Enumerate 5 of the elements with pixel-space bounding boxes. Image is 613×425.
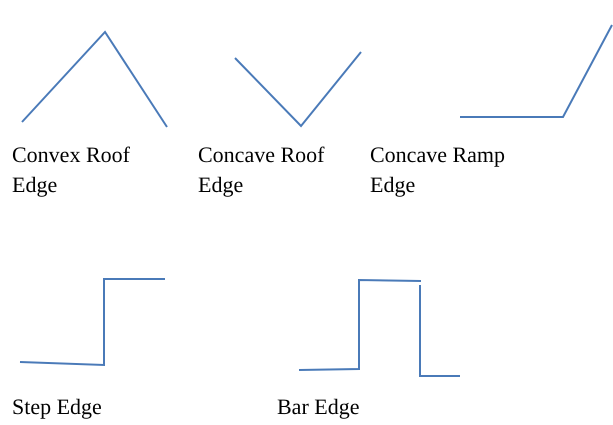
edge-type-label: Concave Roof Edge: [198, 141, 326, 199]
edge-type-label: Bar Edge: [277, 393, 360, 421]
edge-type-label: Step Edge: [12, 393, 103, 421]
edge-type-label: Convex Roof Edge: [12, 141, 131, 199]
edge-type-label: Concave Ramp Edge: [370, 141, 506, 199]
